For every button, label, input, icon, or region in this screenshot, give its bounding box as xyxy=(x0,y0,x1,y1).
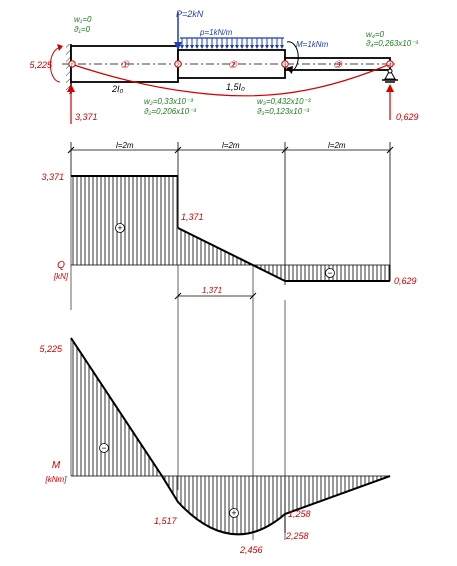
load-arrowhead xyxy=(220,45,224,49)
segment-marker-2: ② xyxy=(228,60,238,71)
left-moment-value: 5,225 xyxy=(29,60,53,70)
node-3-label: 3 xyxy=(283,63,287,69)
right-deflection: w₄=0 xyxy=(366,30,385,39)
pin-support xyxy=(382,68,398,83)
moment-value-b: 1,517 xyxy=(154,516,178,526)
node3-rotation: ϑ₃=0,123x10⁻³ xyxy=(257,107,309,116)
load-arrowhead xyxy=(180,45,184,49)
load-arrowhead xyxy=(205,45,209,49)
load-arrowhead xyxy=(200,45,204,49)
left-reaction-moment-arrow xyxy=(49,47,61,83)
shear-value-mid: 1,371 xyxy=(181,212,204,222)
node2-deflection: w₂=0,33x10⁻³ xyxy=(144,97,193,106)
node-1-marker xyxy=(68,60,76,68)
load-arrowhead xyxy=(235,45,239,49)
load-arrowhead xyxy=(225,45,229,49)
deflection-curve xyxy=(70,63,391,97)
load-arrowhead xyxy=(190,45,194,49)
load-arrowhead xyxy=(265,45,269,49)
span-label-1: l=2m xyxy=(116,141,134,150)
shear-axis-unit: [kN] xyxy=(53,272,69,281)
shear-axis-label: Q xyxy=(57,260,65,271)
load-arrowhead xyxy=(195,45,199,49)
moment-value-left: 5,225 xyxy=(39,344,63,354)
node-1-label: 1 xyxy=(70,63,73,69)
segment-marker-3: ③ xyxy=(333,60,343,71)
left-deflection: w₁=0 xyxy=(74,15,92,24)
right-rotation: ϑ₄=0,263x10⁻³ xyxy=(366,39,418,48)
load-arrowhead xyxy=(185,45,189,49)
load-arrowhead xyxy=(280,45,284,49)
shear-sign-negative-circle xyxy=(325,268,335,278)
moment-sign-positive-circle xyxy=(229,508,239,518)
moment-sign-negative-circle xyxy=(99,443,109,453)
shear-sign-positive: + xyxy=(117,223,122,233)
point-load-arrow xyxy=(174,12,182,50)
moment-value-c2: 1,258 xyxy=(288,509,311,519)
load-arrowhead xyxy=(270,45,274,49)
shear-line-2 xyxy=(177,227,286,282)
stiffness-label-2: 1,5I₀ xyxy=(226,82,245,92)
span-dimensions: l=2m l=2m l=2m xyxy=(67,141,394,285)
node-2-marker xyxy=(174,60,182,68)
load-arrowhead xyxy=(275,45,279,49)
distributed-load-arrows xyxy=(180,38,284,49)
span-label-3: l=2m xyxy=(328,141,346,150)
moment-value-min: 2,456 xyxy=(239,545,263,555)
shear-sign-negative: − xyxy=(327,268,332,278)
node-3-marker xyxy=(281,60,289,68)
load-arrowhead xyxy=(240,45,244,49)
distributed-load-label: p=1kN/m xyxy=(199,28,233,37)
node-2-label: 2 xyxy=(175,63,180,69)
fixed-wall-hatch xyxy=(66,44,71,94)
stiffness-label-1: 2I₀ xyxy=(111,84,124,94)
shear-value-left: 3,371 xyxy=(41,172,64,182)
moment-axis-label: M xyxy=(52,460,61,471)
load-arrowhead xyxy=(210,45,214,49)
load-arrowhead xyxy=(250,45,254,49)
point-load-label: P=2kN xyxy=(176,9,204,19)
applied-moment-arrow xyxy=(286,41,299,73)
span-label-2: l=2m xyxy=(222,141,240,150)
applied-moment-label: M=1kNm xyxy=(296,40,329,49)
node2-rotation: ϑ₂=0,206x10⁻³ xyxy=(144,107,196,116)
shear-zero-offset-value: 1,371 xyxy=(202,286,222,295)
node-4-label: 4 xyxy=(388,63,392,69)
moment-region-positive xyxy=(162,476,390,535)
load-arrowhead xyxy=(255,45,259,49)
moment-diagram: − + 5,225 1,517 2,456 2,258 1,258 M [kNm… xyxy=(39,300,391,555)
beam-schematic: 1 2 3 4 ① ② ③ P=2kN p=1kN/m M=1kNm 5,225… xyxy=(29,9,419,124)
shear-value-right: 0,629 xyxy=(394,276,417,286)
shear-diagram: + − 1,371 3,371 1,371 0,629 Q [kN] xyxy=(41,172,417,540)
shear-region-3 xyxy=(285,265,390,281)
load-arrowhead xyxy=(260,45,264,49)
right-reaction-value: 0,629 xyxy=(396,112,419,122)
moment-value-c1: 2,258 xyxy=(285,531,309,541)
load-arrowhead xyxy=(215,45,219,49)
node3-deflection: w₃=0,432x10⁻³ xyxy=(257,97,311,106)
shear-sign-positive-circle xyxy=(115,223,125,233)
shear-region-1 xyxy=(71,176,178,265)
moment-curve xyxy=(70,337,391,536)
load-arrowhead xyxy=(245,45,249,49)
left-rotation: ϑ₁=0 xyxy=(74,25,91,34)
moment-axis-unit: [kNm] xyxy=(45,475,68,484)
moment-sign-negative: − xyxy=(101,443,106,453)
distributed-load xyxy=(180,37,284,49)
load-arrowhead xyxy=(230,45,234,49)
moment-sign-positive: + xyxy=(231,508,236,518)
segment-marker-1: ① xyxy=(120,60,130,71)
left-reaction-value: 3,371 xyxy=(75,112,98,122)
node-4-marker xyxy=(386,60,394,68)
